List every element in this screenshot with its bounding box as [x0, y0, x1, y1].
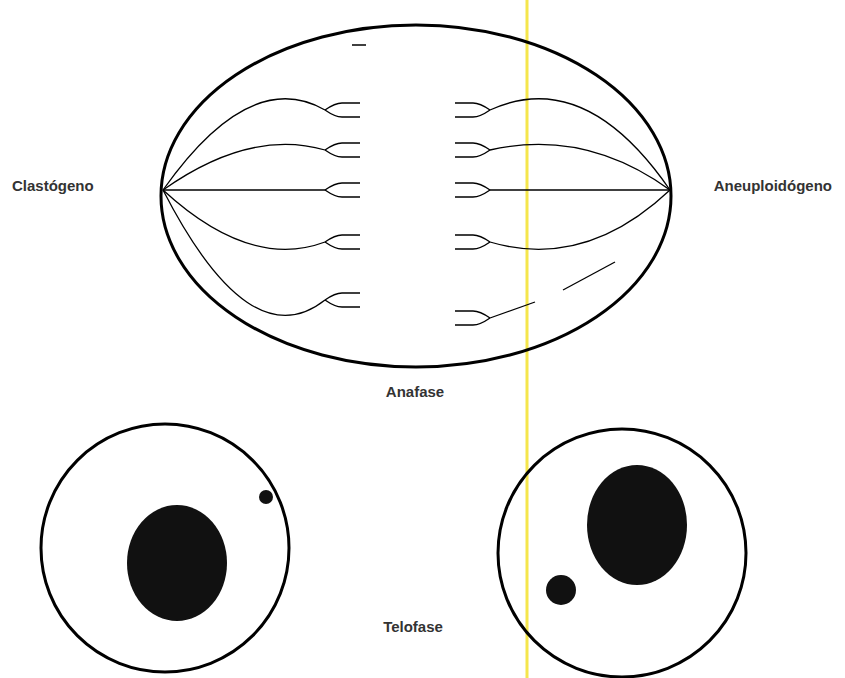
- micronucleus: [259, 490, 273, 504]
- spindle-fiber: [325, 190, 360, 197]
- spindle-fiber: [490, 189, 670, 190]
- spindle-fiber: [325, 183, 360, 190]
- spindle-fiber: [490, 302, 535, 318]
- spindle-fiber: [455, 235, 490, 242]
- spindle-fiber: [325, 293, 360, 300]
- caption-label: Clastógeno: [12, 177, 94, 195]
- spindle-fiber: [455, 103, 490, 110]
- spindle-fiber: [563, 262, 615, 290]
- spindle-fiber: [455, 311, 490, 318]
- spindle-fiber: [163, 144, 325, 190]
- spindle-fiber: [455, 110, 490, 117]
- spindle-fiber: [163, 99, 325, 190]
- spindle-fiber: [325, 300, 360, 307]
- spindle-fiber: [455, 242, 490, 249]
- spindle-fiber: [490, 99, 670, 190]
- spindle-fiber: [325, 235, 360, 242]
- spindle-fiber: [455, 318, 490, 325]
- spindle-fiber: [325, 143, 360, 150]
- spindle-fiber: [455, 183, 490, 190]
- spindle-fiber: [325, 150, 360, 157]
- nucleus: [127, 505, 227, 621]
- spindle-fiber: [163, 190, 325, 249]
- nucleus: [587, 465, 687, 585]
- spindle-fiber: [325, 242, 360, 249]
- spindle-fiber: [455, 190, 490, 197]
- spindle-fiber: [455, 143, 490, 150]
- chromosome-fragment: [352, 44, 366, 46]
- spindle-fiber: [490, 144, 670, 190]
- divider-line: [526, 0, 529, 678]
- spindle-fiber: [325, 103, 360, 110]
- spindle-fiber: [455, 150, 490, 157]
- daughter-cell: [498, 429, 746, 677]
- spindle-fibers: [163, 99, 670, 325]
- daughter-cell: [41, 424, 289, 672]
- spindle-fiber: [163, 190, 325, 315]
- spindle-fiber: [325, 110, 360, 117]
- spindle-fiber: [163, 189, 325, 190]
- anaphase-cell: [161, 25, 671, 367]
- spindle-fiber: [490, 190, 670, 249]
- caption-label: Aneuploidógeno: [714, 177, 832, 195]
- caption-label: Anafase: [386, 383, 444, 401]
- caption-label: Telofase: [383, 618, 443, 636]
- micronucleus: [546, 575, 576, 605]
